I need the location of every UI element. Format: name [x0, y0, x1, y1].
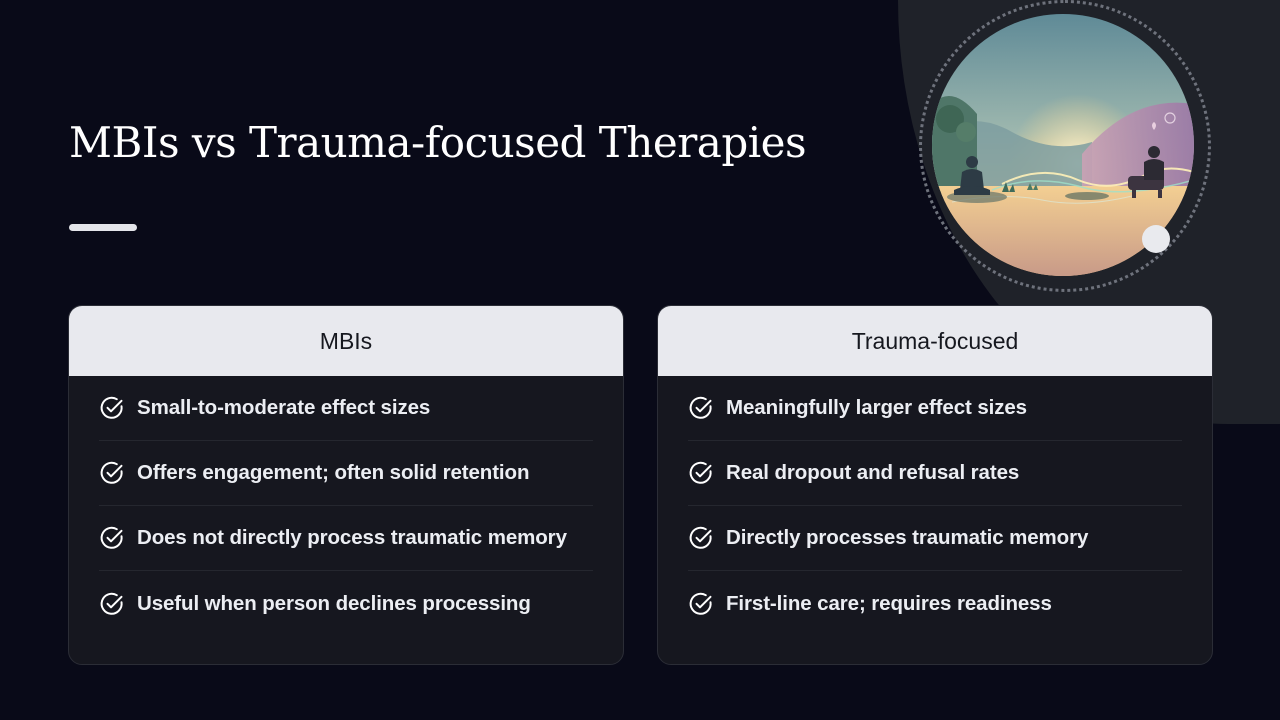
list-item: Offers engagement; often solid retention	[99, 441, 593, 506]
list-item: Does not directly process traumatic memo…	[99, 506, 593, 571]
comparison-card-trauma-focused: Trauma-focused Meaningfully larger effec…	[657, 305, 1213, 665]
list-item: Useful when person declines processing	[99, 571, 593, 636]
list-item-text: Directly processes traumatic memory	[726, 526, 1089, 549]
check-circle-icon	[99, 525, 125, 551]
list-item-text: Meaningfully larger effect sizes	[726, 396, 1027, 419]
list-item-text: Real dropout and refusal rates	[726, 461, 1020, 484]
check-circle-icon	[688, 525, 714, 551]
check-circle-icon	[99, 395, 125, 421]
list-item-text: Small-to-moderate effect sizes	[137, 396, 431, 419]
check-circle-icon	[688, 460, 714, 486]
list-item: First-line care; requires readiness	[688, 571, 1182, 636]
card-header: Trauma-focused	[658, 306, 1212, 376]
ring-indicator-dot	[1142, 225, 1170, 253]
list-item: Meaningfully larger effect sizes	[688, 376, 1182, 441]
check-circle-icon	[688, 395, 714, 421]
card-header: MBIs	[69, 306, 623, 376]
check-circle-icon	[99, 460, 125, 486]
list-item: Real dropout and refusal rates	[688, 441, 1182, 506]
meditation-landscape-illustration	[932, 14, 1194, 276]
title-underline	[69, 224, 137, 231]
list-item-text: Offers engagement; often solid retention	[137, 461, 530, 484]
card-list: Meaningfully larger effect sizes Real dr…	[658, 376, 1212, 636]
list-item-text: First-line care; requires readiness	[726, 591, 1052, 615]
check-circle-icon	[688, 591, 714, 617]
list-item: Small-to-moderate effect sizes	[99, 376, 593, 441]
list-item-text: Does not directly process traumatic memo…	[137, 526, 567, 549]
page-title: MBIs vs Trauma-focused Therapies	[69, 118, 807, 167]
check-circle-icon	[99, 591, 125, 617]
dotted-ring-decoration	[919, 0, 1211, 292]
list-item: Directly processes traumatic memory	[688, 506, 1182, 571]
card-list: Small-to-moderate effect sizes Offers en…	[69, 376, 623, 636]
comparison-card-mbis: MBIs Small-to-moderate effect sizes Offe…	[68, 305, 624, 665]
list-item-text: Useful when person declines processing	[137, 591, 531, 615]
